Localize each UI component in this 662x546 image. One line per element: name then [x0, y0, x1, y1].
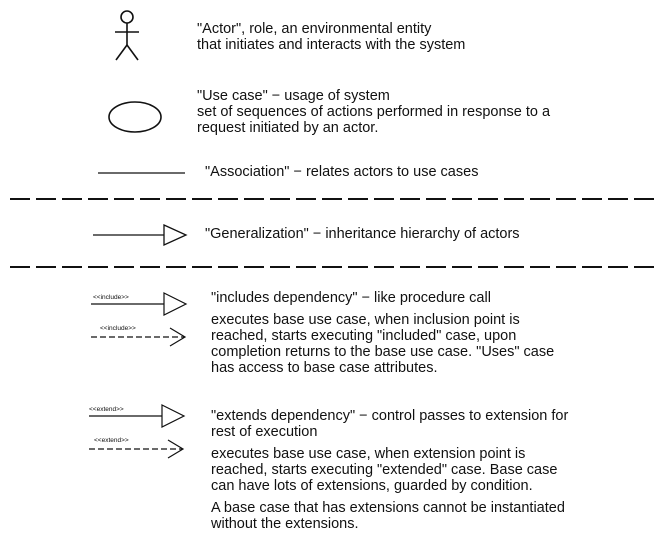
extend-dependency-arrows-icon: <<extend>> <<extend>>	[89, 404, 186, 459]
includes-detail-line: reached, starts executing "included" cas…	[211, 328, 517, 344]
actor-description: "Actor", role, an environmental entity t…	[197, 21, 465, 53]
include-stereotype-label: <<include>>	[100, 325, 136, 332]
use-case-ellipse-icon	[108, 101, 162, 133]
includes-detail-line: completion returns to the base use case.…	[211, 344, 555, 360]
association-line	[98, 172, 185, 174]
section-divider	[10, 198, 660, 200]
association-text-line: "Association" − relates actors to use ca…	[205, 164, 479, 180]
use-case-text-line: "Use case" − usage of system	[197, 88, 390, 104]
generalization-arrow-icon	[93, 223, 188, 247]
actor-text-line: "Actor", role, an environmental entity	[197, 21, 432, 37]
generalization-description: "Generalization" − inheritance hierarchy…	[205, 226, 520, 242]
use-case-text-line: set of sequences of actions performed in…	[197, 104, 551, 120]
extends-detail-line: can have lots of extensions, guarded by …	[211, 478, 533, 494]
extends-text-line: "extends dependency" − control passes to…	[211, 408, 569, 424]
actor-stick-figure-icon	[115, 10, 139, 61]
include-dependency-arrows-icon: <<include>> <<include>>	[91, 292, 188, 347]
extends-text-line: rest of execution	[211, 424, 318, 440]
section-divider	[10, 266, 660, 268]
extends-note-line: A base case that has extensions cannot b…	[211, 500, 565, 516]
extends-detail-line: reached, starts executing "extended" cas…	[211, 462, 558, 478]
extend-stereotype-label: <<extend>>	[89, 406, 124, 413]
use-case-text-line: request initiated by an actor.	[197, 120, 379, 136]
actor-text-line: that initiates and interacts with the sy…	[197, 37, 466, 53]
extends-description: "extends dependency" − control passes to…	[211, 408, 568, 532]
extends-note-line: without the extensions.	[211, 516, 359, 532]
includes-text-line: "includes dependency" − like procedure c…	[211, 290, 491, 306]
extends-detail-line: executes base use case, when extension p…	[211, 446, 526, 462]
includes-detail-line: has access to base case attributes.	[211, 360, 438, 376]
extend-stereotype-label: <<extend>>	[94, 437, 129, 444]
use-case-description: "Use case" − usage of system set of sequ…	[197, 88, 550, 136]
includes-detail-line: executes base use case, when inclusion p…	[211, 312, 520, 328]
include-stereotype-label: <<include>>	[93, 294, 129, 301]
association-description: "Association" − relates actors to use ca…	[205, 164, 478, 180]
includes-description: "includes dependency" − like procedure c…	[211, 290, 554, 376]
generalization-text-line: "Generalization" − inheritance hierarchy…	[205, 226, 520, 242]
